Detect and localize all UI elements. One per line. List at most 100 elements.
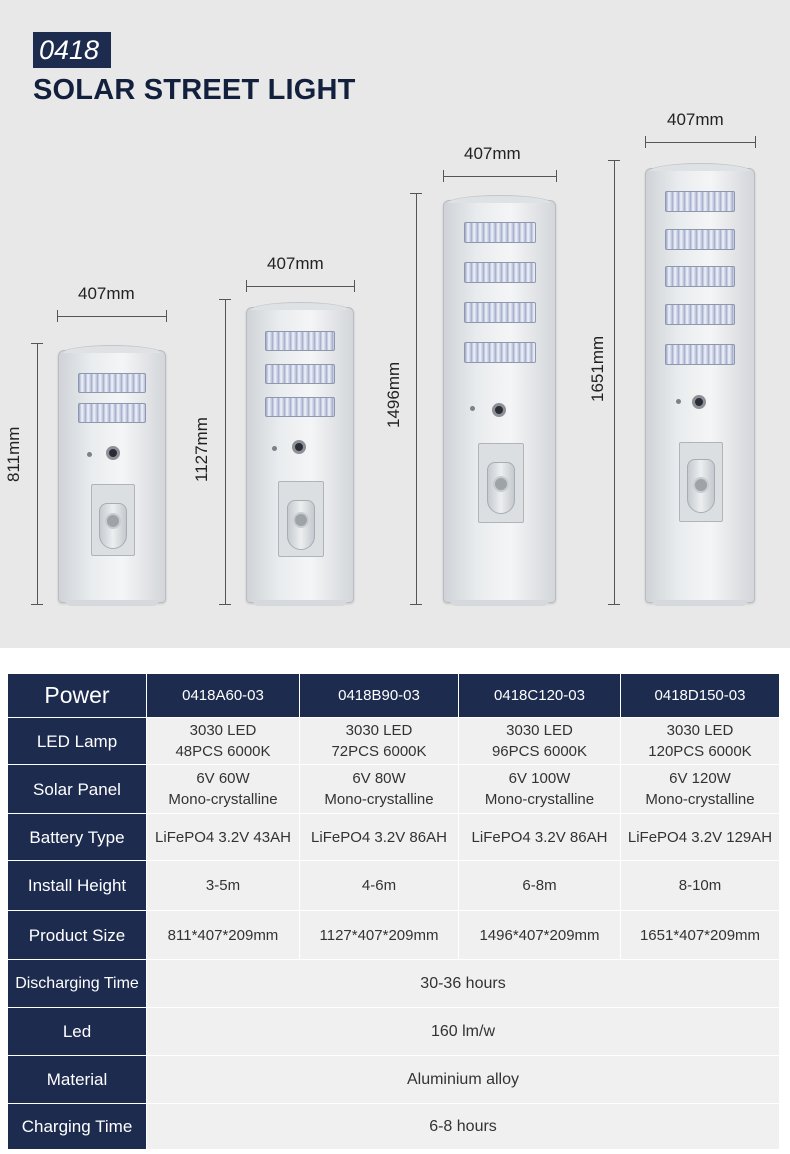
row-label: Install Height [7,860,147,911]
height-label-1: 811mm [4,426,23,482]
light-sensor-icon [492,403,506,417]
table-row-material: Material Aluminium alloy [7,1055,780,1104]
table-cell: 1496*407*209mm [458,910,621,960]
cell-line: 3030 LED [345,722,413,739]
led-module [665,266,735,287]
table-cell: 30-36 hours [146,959,780,1008]
row-label: Led [7,1007,147,1056]
row-label: Charging Time [7,1103,147,1150]
cell-line: 3030 LED [506,722,573,739]
indicator-dot [470,406,475,411]
table-cell: 6V 100W Mono-crystalline [458,764,621,814]
height-label-3: 1496mm [384,361,403,428]
cell-line: 120PCS 6000K [648,743,752,760]
width-tick [556,170,557,182]
table-row-discharging-time: Discharging Time 30-36 hours [7,959,780,1008]
width-label-4: 407mm [667,110,724,129]
led-module [78,403,146,423]
led-module [463,262,536,283]
table-row-battery-type: Battery Type LiFePO4 3.2V 43AH LiFePO4 3… [7,813,780,861]
table-cell: 1127*407*209mm [299,910,459,960]
cell-line: 6V 120W [669,770,731,787]
height-label-4: 1651mm [588,335,607,402]
table-cell: 3-5m [146,860,300,911]
table-cell: 1651*407*209mm [620,910,780,960]
led-module [265,364,335,384]
table-row-product-size: Product Size 811*407*209mm 1127*407*209m… [7,910,780,960]
street-light-2 [246,302,354,606]
lamp-foot [65,600,159,606]
table-cell: Aluminium alloy [146,1055,780,1104]
indicator-dot [272,446,277,451]
height-tick [219,604,231,605]
row-label: Battery Type [7,813,147,861]
table-cell: 6-8m [458,860,621,911]
light-sensor-icon [106,446,120,460]
led-module [665,344,735,365]
lamp-cap [63,345,161,353]
table-cell: 3030 LED 120PCS 6000K [620,717,780,765]
lamp-cap [448,195,551,203]
model-header: 0418D150-03 [620,673,780,718]
width-tick [755,136,756,148]
width-line [645,142,755,143]
table-cell: LiFePO4 3.2V 129AH [620,813,780,861]
cell-line: 72PCS 6000K [331,743,427,760]
width-line [57,316,166,317]
lamp-cap [650,163,750,171]
light-sensor-icon [292,440,306,454]
height-tick [410,604,422,605]
width-tick [166,310,167,322]
height-tick [608,604,620,605]
width-tick [354,280,355,292]
table-cell: 6-8 hours [146,1103,780,1150]
row-label: Material [7,1055,147,1104]
cell-line: 6V 80W [352,770,406,787]
table-cell: 8-10m [620,860,780,911]
width-label-1: 407mm [78,284,135,303]
table-row-install-height: Install Height 3-5m 4-6m 6-8m 8-10m [7,860,780,911]
pole-mount [679,442,723,522]
table-cell: 3030 LED 96PCS 6000K [458,717,621,765]
mount-hole [293,512,309,528]
width-line [443,176,556,177]
lamp-foot [652,600,748,606]
street-light-1 [58,345,166,606]
cell-line: 3030 LED [666,722,734,739]
cell-line: Mono-crystalline [484,791,595,808]
street-light-3 [443,195,556,606]
table-cell: LiFePO4 3.2V 86AH [299,813,459,861]
street-light-4 [645,163,755,606]
pole-mount [478,443,524,523]
height-line [225,299,226,604]
height-line [37,343,38,604]
table-cell: 4-6m [299,860,459,911]
table-header-row: Power 0418A60-03 0418B90-03 0418C120-03 … [7,673,780,718]
height-line [614,160,615,604]
height-line [416,193,417,604]
product-hero: 0418 SOLAR STREET LIGHT 407mm 811mm 407m… [0,0,790,648]
table-cell: LiFePO4 3.2V 43AH [146,813,300,861]
led-module [265,397,335,417]
led-module [463,222,536,243]
height-tick [31,604,43,605]
led-module [665,191,735,212]
table-cell: 811*407*209mm [146,910,300,960]
table-row-led: Led 160 lm/w [7,1007,780,1056]
cell-line: 6V 60W [196,770,250,787]
cell-line: 6V 100W [508,770,571,787]
spec-table: Power 0418A60-03 0418B90-03 0418C120-03 … [7,673,780,1150]
led-module [463,302,536,323]
cell-line: 96PCS 6000K [491,743,588,760]
model-header: 0418B90-03 [299,673,459,718]
pole-mount [91,484,135,556]
mount-hole [693,477,709,493]
table-cell: 3030 LED 72PCS 6000K [299,717,459,765]
led-module [665,304,735,325]
